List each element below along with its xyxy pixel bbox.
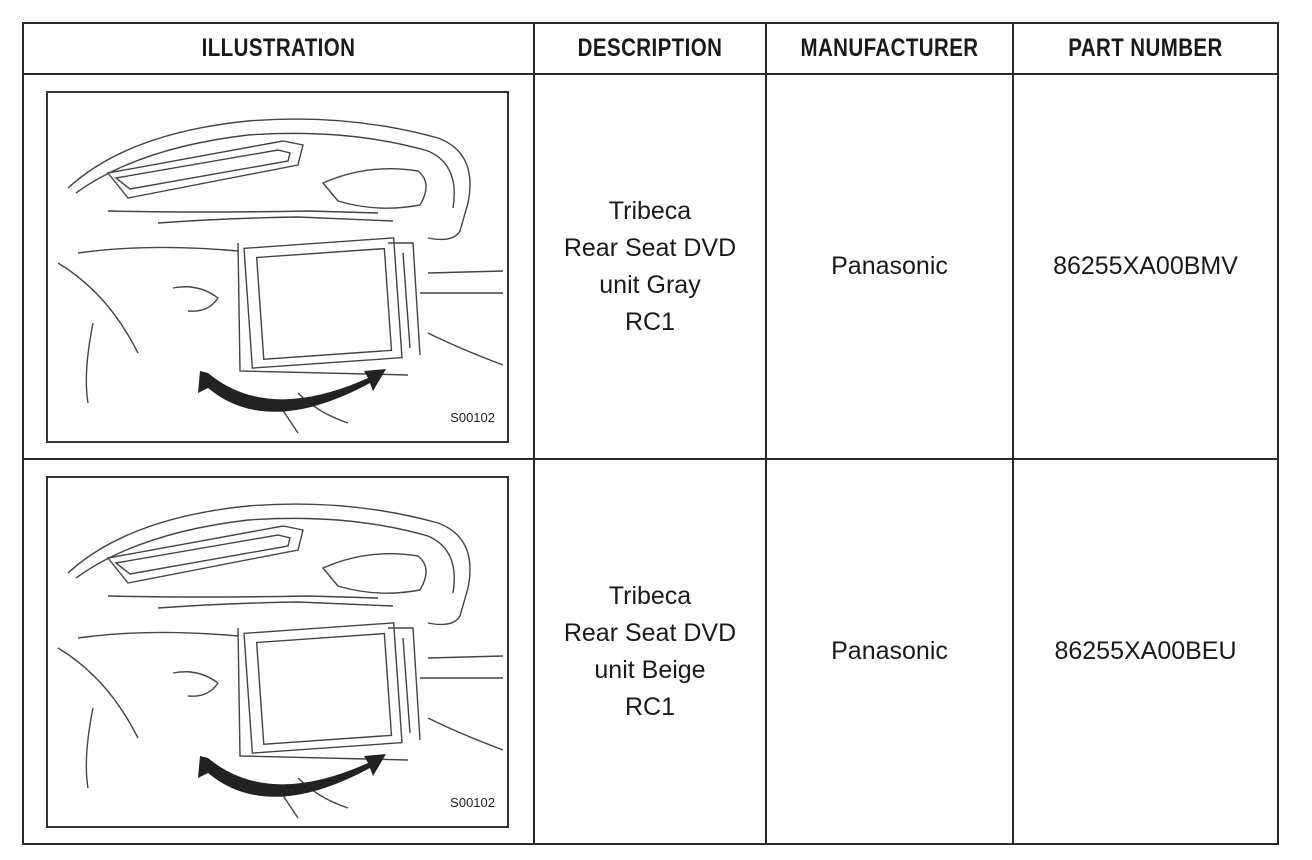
description-cell: Tribeca Rear Seat DVD unit Gray RC1 <box>533 73 767 460</box>
part-number-cell: 86255XA00BEU <box>1012 458 1279 845</box>
description-cell: Tribeca Rear Seat DVD unit Beige RC1 <box>533 458 767 845</box>
parts-table: ILLUSTRATION DESCRIPTION MANUFACTURER PA… <box>22 22 1279 845</box>
header-description: DESCRIPTION <box>554 22 746 75</box>
header-illustration: ILLUSTRATION <box>68 22 489 75</box>
dvd-unit-drawing <box>57 503 504 819</box>
description-line: Rear Seat DVD <box>563 233 737 262</box>
description-line: Rear Seat DVD <box>563 618 737 647</box>
table-row: S00102 Tribeca Rear Seat DVD unit Gray R… <box>22 73 1279 460</box>
figure-code: S00102 <box>450 410 495 425</box>
header-part-number: PART NUMBER <box>1036 22 1255 75</box>
manufacturer-cell: Panasonic <box>765 73 1014 460</box>
dvd-unit-illustration: S00102 <box>46 91 509 443</box>
illustration-cell: S00102 <box>22 73 535 460</box>
manufacturer-cell: Panasonic <box>765 458 1014 845</box>
description-line: unit Gray <box>599 270 701 299</box>
header-row: ILLUSTRATION DESCRIPTION MANUFACTURER PA… <box>23 22 1278 75</box>
description-line: RC1 <box>624 307 675 336</box>
dvd-unit-drawing <box>57 118 504 434</box>
table-row: S00102 Tribeca Rear Seat DVD unit Beige … <box>22 458 1279 845</box>
header-manufacturer: MANUFACTURER <box>787 22 992 75</box>
description-line: unit Beige <box>594 655 706 684</box>
description-line: Tribeca <box>608 581 692 610</box>
illustration-cell: S00102 <box>22 458 535 845</box>
figure-code: S00102 <box>450 795 495 810</box>
description-line: RC1 <box>624 692 675 721</box>
dvd-unit-illustration: S00102 <box>46 476 509 828</box>
description-line: Tribeca <box>608 196 692 225</box>
part-number-cell: 86255XA00BMV <box>1012 73 1279 460</box>
